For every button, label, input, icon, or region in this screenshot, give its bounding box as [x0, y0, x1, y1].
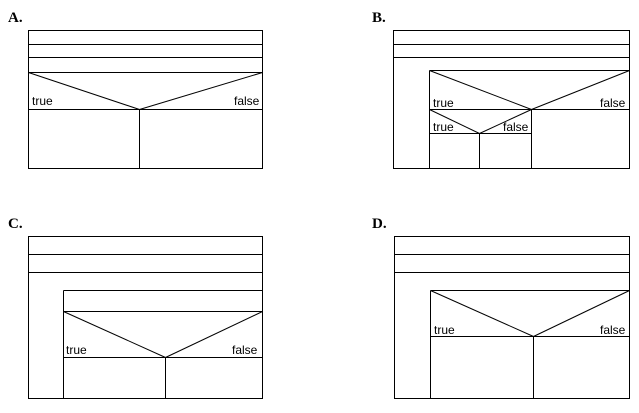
- option-c-outer-box: [28, 236, 263, 399]
- option-a: A. true false: [8, 10, 263, 169]
- option-a-true-label: true: [32, 94, 53, 108]
- option-b-decision-right-diagonal: [531, 70, 630, 110]
- option-c-label: C.: [8, 216, 23, 232]
- option-c: C. true false: [8, 216, 263, 399]
- option-b-decision: true false: [429, 70, 630, 110]
- option-b-loop-body: [429, 70, 630, 169]
- option-b-true-label: true: [433, 96, 454, 110]
- option-b-nested-left-diagonal: [429, 109, 480, 134]
- option-c-false-label: false: [232, 343, 258, 357]
- option-a-label: A.: [8, 10, 23, 26]
- option-b-label: B.: [372, 10, 386, 26]
- option-b-outer-box: [393, 30, 630, 169]
- option-d-decision-left-diagonal: [430, 290, 534, 337]
- option-a-decision: true false: [28, 72, 263, 169]
- option-c-true-label: true: [66, 343, 87, 357]
- option-b-decision-left-diagonal: [429, 70, 532, 110]
- option-b-nested-false-label: false: [503, 120, 529, 134]
- option-c-decision-right-diagonal: [165, 311, 263, 358]
- option-b: B. true false true false: [372, 10, 630, 169]
- option-d: D. true false: [372, 216, 630, 399]
- option-a-decision-right-diagonal: [139, 72, 263, 110]
- option-d-outer-box: [394, 236, 630, 399]
- option-d-decision: true false: [430, 290, 630, 399]
- option-a-false-label: false: [234, 94, 260, 108]
- option-c-decision: true false: [63, 311, 263, 399]
- option-c-decision-left-diagonal: [63, 311, 166, 358]
- option-b-false-label: false: [600, 96, 626, 110]
- option-b-nested-decision: true false: [429, 109, 532, 169]
- option-b-nested-true-label: true: [433, 120, 454, 134]
- option-d-decision-right-diagonal: [533, 290, 630, 337]
- option-b-nested-right-diagonal: [479, 109, 532, 134]
- option-a-decision-left-diagonal: [28, 72, 140, 110]
- option-a-outer-box: [28, 30, 263, 169]
- option-d-true-label: true: [434, 323, 455, 337]
- option-c-loop-body: [63, 290, 263, 399]
- option-d-false-label: false: [600, 323, 626, 337]
- option-d-loop-body: [430, 290, 630, 399]
- option-d-label: D.: [372, 216, 387, 232]
